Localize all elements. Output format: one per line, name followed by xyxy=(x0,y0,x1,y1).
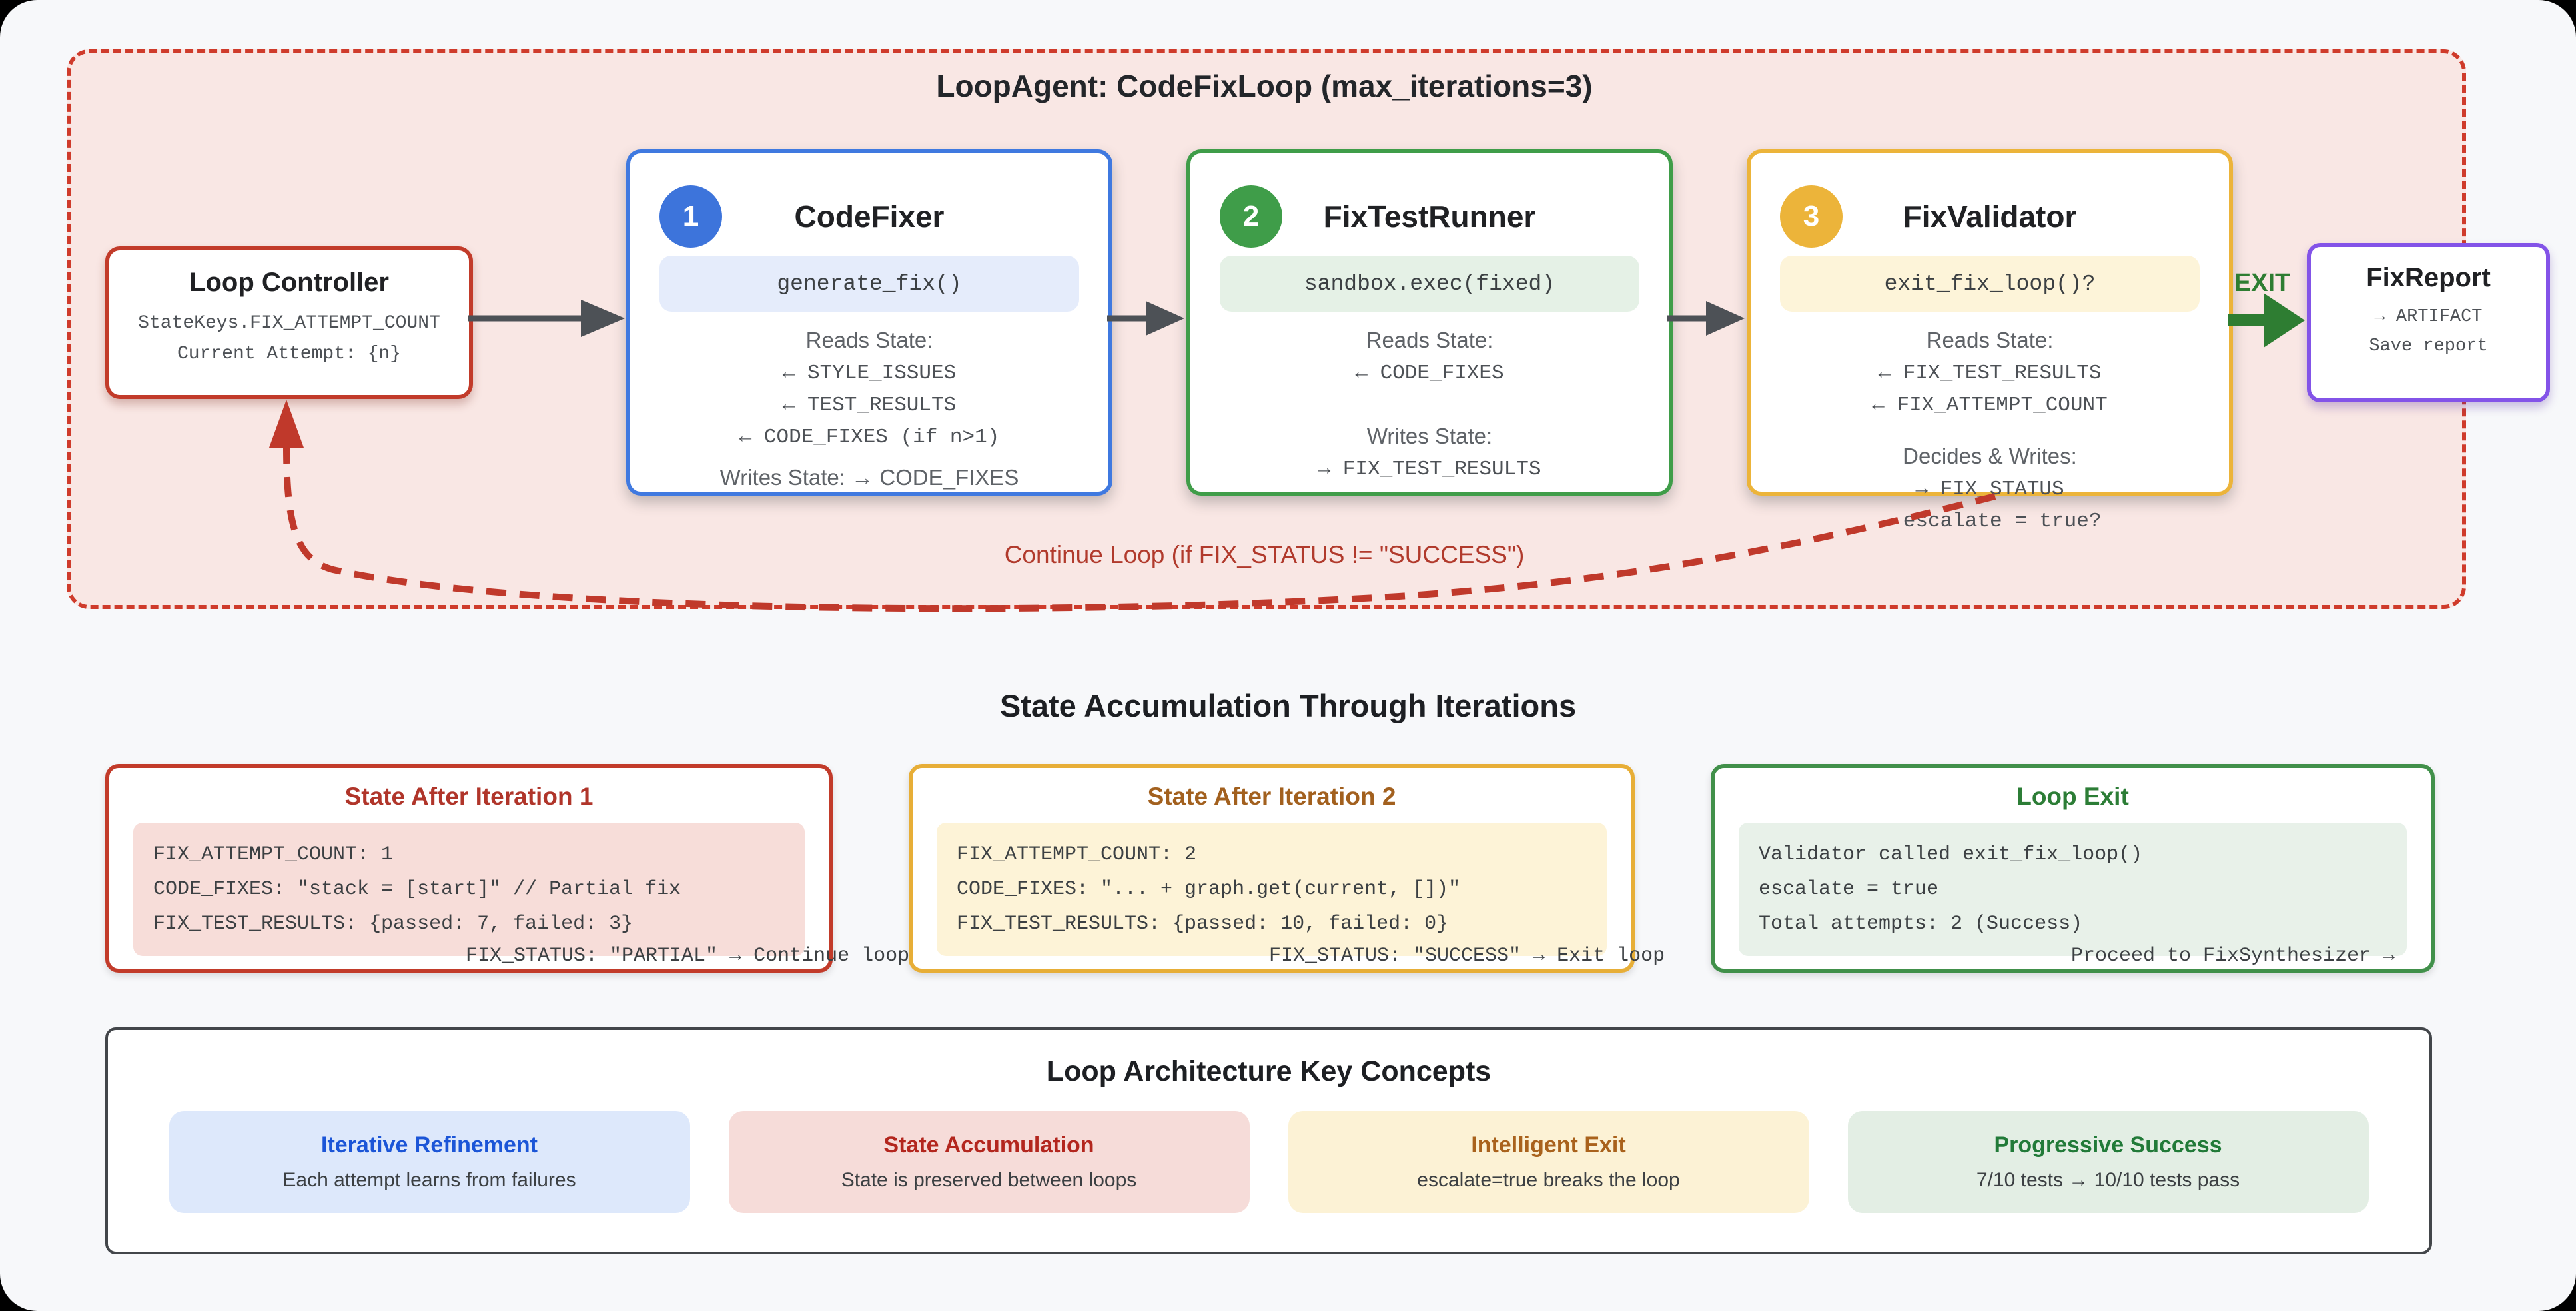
writes-state-item: → FIX_TEST_RESULTS xyxy=(1318,458,1541,481)
writes-state-line: Writes State: → CODE_FIXES xyxy=(719,465,1019,490)
concept-title: Intelligent Exit xyxy=(1471,1132,1626,1158)
agent-header: 3 FixValidator xyxy=(1751,153,2229,250)
concept-description: 7/10 tests → 10/10 tests pass xyxy=(1976,1169,2240,1191)
reads-state-label: Reads State: xyxy=(805,328,933,352)
loop-exit-box: Loop Exit Validator called exit_fix_loop… xyxy=(1711,764,2435,973)
fix-report-line: → ARTIFACT xyxy=(2374,307,2483,327)
state-box-title: State After Iteration 2 xyxy=(1147,783,1396,810)
state-code-line: CODE_FIXES: "stack = [start]" // Partial… xyxy=(153,878,681,901)
state-code-line: FIX_ATTEMPT_COUNT: 2 xyxy=(957,843,1197,866)
writes-state-item: → escalate = true? xyxy=(1878,510,2102,533)
agent-body: Reads State: ← STYLE_ISSUES ← TEST_RESUL… xyxy=(630,328,1108,490)
agent-method-pill: generate_fix() xyxy=(659,256,1079,312)
agent-title: CodeFixer xyxy=(794,199,945,234)
concept-description: State is preserved between loops xyxy=(841,1169,1137,1191)
step-1-badge: 1 xyxy=(659,185,722,248)
concept-card-state-accumulation: State Accumulation State is preserved be… xyxy=(728,1111,1250,1213)
fix-report-box: FixReport → ARTIFACT Save report xyxy=(2307,243,2550,402)
state-code-line: FIX_TEST_RESULTS: {passed: 7, failed: 3} xyxy=(153,913,634,935)
agent-method-pill: exit_fix_loop()? xyxy=(1780,256,2200,312)
concept-title: Progressive Success xyxy=(1994,1132,2222,1158)
state-result-line: FIX_STATUS: "SUCCESS" → Exit loop xyxy=(1269,945,1665,967)
state-iteration-2-box: State After Iteration 2 FIX_ATTEMPT_COUN… xyxy=(909,764,1665,973)
exit-label: EXIT xyxy=(2234,269,2291,297)
concept-card-intelligent-exit: Intelligent Exit escalate=true breaks th… xyxy=(1288,1111,1809,1213)
state-code-line: FIX_ATTEMPT_COUNT: 1 xyxy=(153,843,394,866)
concept-card-iterative-refinement: Iterative Refinement Each attempt learns… xyxy=(169,1111,690,1213)
state-section-title: State Accumulation Through Iterations xyxy=(999,688,1577,723)
concept-description: escalate=true breaks the loop xyxy=(1417,1169,1680,1191)
concept-title: State Accumulation xyxy=(883,1132,1094,1158)
fix-report-line: Save report xyxy=(2369,336,2488,356)
agent-box-fixtestrunner: 2 FixTestRunner sandbox.exec(fixed) Read… xyxy=(1186,149,1673,496)
state-code-block: FIX_ATTEMPT_COUNT: 1 CODE_FIXES: "stack … xyxy=(133,823,805,956)
state-code-line: escalate = true xyxy=(1759,878,1939,901)
loop-controller-box: Loop Controller StateKeys.FIX_ATTEMPT_CO… xyxy=(105,246,473,399)
agent-header: 1 CodeFixer xyxy=(630,153,1108,250)
state-code-block: FIX_ATTEMPT_COUNT: 2 CODE_FIXES: "... + … xyxy=(937,823,1607,956)
agent-method-pill: sandbox.exec(fixed) xyxy=(1220,256,1639,312)
agent-title: FixTestRunner xyxy=(1323,199,1536,234)
state-code-line: Total attempts: 2 (Success) xyxy=(1759,913,2083,935)
fix-report-title: FixReport xyxy=(2366,263,2491,292)
reads-state-label: Reads State: xyxy=(1926,328,2054,352)
reads-state-item: ← CODE_FIXES xyxy=(1355,362,1504,385)
decides-writes-label: Decides & Writes: xyxy=(1903,444,2077,468)
key-concepts-panel: Loop Architecture Key Concepts Iterative… xyxy=(105,1027,2432,1254)
agent-body: Reads State: ← CODE_FIXES Writes State: … xyxy=(1190,328,1669,481)
agent-body: Reads State: ← FIX_TEST_RESULTS ← FIX_AT… xyxy=(1751,328,2229,533)
state-code-line: FIX_TEST_RESULTS: {passed: 10, failed: 0… xyxy=(957,913,1449,935)
loop-controller-line: Current Attempt: {n} xyxy=(177,344,402,364)
reads-state-item: ← STYLE_ISSUES xyxy=(782,362,957,385)
concept-description: Each attempt learns from failures xyxy=(282,1169,576,1191)
loop-controller-title: Loop Controller xyxy=(189,268,389,297)
concept-title: Iterative Refinement xyxy=(321,1132,538,1158)
concept-card-progressive-success: Progressive Success 7/10 tests → 10/10 t… xyxy=(1847,1111,2369,1213)
state-box-title: State After Iteration 1 xyxy=(344,783,594,810)
loop-controller-line: StateKeys.FIX_ATTEMPT_COUNT xyxy=(138,313,440,334)
state-code-line: Validator called exit_fix_loop() xyxy=(1759,843,2143,866)
step-2-badge: 2 xyxy=(1220,185,1282,248)
state-code-block: Validator called exit_fix_loop() escalat… xyxy=(1739,823,2407,956)
writes-state-label: Writes State: xyxy=(1366,424,1493,448)
key-concepts-row: Iterative Refinement Each attempt learns… xyxy=(108,1111,2429,1213)
reads-state-item: ← FIX_TEST_RESULTS xyxy=(1878,362,2102,385)
reads-state-label: Reads State: xyxy=(1366,328,1494,352)
agent-box-codefixer: 1 CodeFixer generate_fix() Reads State: … xyxy=(626,149,1112,496)
reads-state-item: ← TEST_RESULTS xyxy=(782,394,957,417)
state-result-line: Proceed to FixSynthesizer → xyxy=(2071,945,2395,967)
state-code-line: CODE_FIXES: "... + graph.get(current, []… xyxy=(957,878,1461,901)
writes-state-item: → FIX_STATUS xyxy=(1915,478,2064,501)
state-result-line: FIX_STATUS: "PARTIAL" → Continue loop xyxy=(466,945,910,967)
agent-title: FixValidator xyxy=(1903,199,2077,234)
state-box-title: Loop Exit xyxy=(2016,783,2129,810)
state-iteration-1-box: State After Iteration 1 FIX_ATTEMPT_COUN… xyxy=(105,764,909,973)
continue-loop-label: Continue Loop (if FIX_STATUS != "SUCCESS… xyxy=(1004,541,1525,568)
agent-header: 2 FixTestRunner xyxy=(1190,153,1669,250)
loop-agent-title: LoopAgent: CodeFixLoop (max_iterations=3… xyxy=(936,69,1593,103)
reads-state-item: ← FIX_ATTEMPT_COUNT xyxy=(1872,394,2108,417)
key-concepts-title: Loop Architecture Key Concepts xyxy=(1046,1055,1492,1087)
step-3-badge: 3 xyxy=(1780,185,1843,248)
reads-state-item: ← CODE_FIXES (if n>1) xyxy=(739,426,1000,449)
fix-report-detail: → ARTIFACT Save report xyxy=(2311,302,2546,361)
loop-controller-detail: StateKeys.FIX_ATTEMPT_COUNT Current Atte… xyxy=(109,308,469,370)
agent-box-fixvalidator: 3 FixValidator exit_fix_loop()? Reads St… xyxy=(1747,149,2233,533)
